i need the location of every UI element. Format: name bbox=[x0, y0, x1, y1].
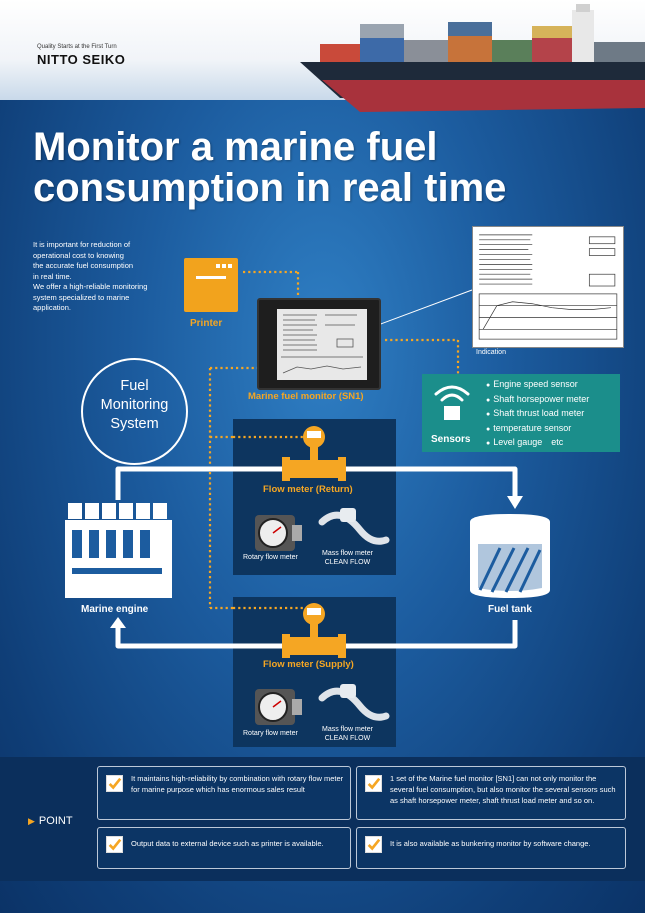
checkmark-icon bbox=[365, 836, 382, 853]
point-text: It is also available as bunkering monito… bbox=[390, 839, 591, 848]
checkmark-icon bbox=[106, 836, 123, 853]
headline-line-1: Monitor a marine fuel bbox=[33, 125, 438, 169]
fuel-tank-icon bbox=[470, 514, 550, 598]
intro-line: the accurate fuel consumption bbox=[33, 261, 134, 270]
point-text: Output data to external device such as p… bbox=[131, 839, 324, 848]
checkmark-icon bbox=[106, 775, 123, 792]
printer-label: Printer bbox=[190, 318, 223, 329]
point-item: It maintains high-reliability by combina… bbox=[97, 766, 351, 820]
fuel-tank-label: Fuel tank bbox=[488, 604, 532, 615]
mass-line: Mass flow meter bbox=[322, 726, 373, 733]
wireless-sensor-icon bbox=[434, 385, 470, 420]
checkmark-icon bbox=[365, 775, 382, 792]
marine-fuel-monitor bbox=[257, 298, 381, 390]
flow-meter-supply-label: Flow meter (Supply) bbox=[263, 659, 354, 670]
system-line: System bbox=[110, 416, 159, 432]
sensor-list: Engine speed sensor Shaft horsepower met… bbox=[486, 378, 589, 451]
sensor-item: Engine speed sensor bbox=[486, 378, 589, 393]
indication-screen bbox=[472, 226, 624, 348]
sensor-item: Shaft thrust load meter bbox=[486, 407, 589, 422]
connection-diagram bbox=[65, 270, 550, 658]
sensor-item: Shaft horsepower meter bbox=[486, 393, 589, 408]
mass-flow-meter-supply-icon bbox=[318, 684, 390, 721]
mass-line: Mass flow meter bbox=[322, 550, 373, 557]
sensors-panel: Sensors Engine speed sensor Shaft horsep… bbox=[422, 374, 620, 452]
intro-line: application. bbox=[33, 303, 71, 312]
marine-engine-label: Marine engine bbox=[81, 604, 149, 615]
flow-meter-overlay bbox=[233, 426, 396, 725]
printer-icon bbox=[184, 258, 238, 312]
point-label-text: POINT bbox=[38, 815, 73, 827]
point-text: It maintains high-reliability by combina… bbox=[131, 774, 344, 794]
point-item: It is also available as bunkering monito… bbox=[356, 827, 626, 869]
point-label: ▶POINT bbox=[28, 815, 73, 827]
intro-line: operational cost to knowing bbox=[33, 250, 124, 260]
rotary-flow-meter-return-label: Rotary flow meter bbox=[243, 554, 298, 561]
rotary-flow-meter-supply-label: Rotary flow meter bbox=[243, 730, 298, 737]
point-arrow-icon: ▶ bbox=[28, 816, 35, 826]
headline-line-2: consumption in real time bbox=[33, 166, 507, 210]
system-line: Fuel bbox=[120, 378, 149, 394]
intro-text: It is important for reduction of operati… bbox=[33, 240, 193, 314]
monitor-label: Marine fuel monitor (SN1) bbox=[248, 391, 364, 402]
sensor-item: Level gauge etc bbox=[486, 436, 589, 451]
mass-flow-meter-return-icon bbox=[318, 508, 390, 545]
point-text: 1 set of the Marine fuel monitor [SN1] c… bbox=[390, 774, 616, 805]
intro-line: It is important for reduction of bbox=[33, 240, 131, 249]
point-item: 1 set of the Marine fuel monitor [SN1] c… bbox=[356, 766, 626, 820]
point-item: Output data to external device such as p… bbox=[97, 827, 351, 869]
monitor-screen bbox=[277, 309, 367, 380]
sensors-label: Sensors bbox=[431, 434, 471, 445]
intro-line: in real time. bbox=[33, 271, 72, 281]
rotary-flow-meter-return-icon bbox=[255, 515, 302, 551]
mass-flow-meter-return-label: Mass flow meter CLEAN FLOW bbox=[322, 550, 373, 567]
mass-flow-meter-supply-label: Mass flow meter CLEAN FLOW bbox=[322, 726, 373, 743]
mass-line: CLEAN FLOW bbox=[324, 558, 371, 566]
intro-line: We offer a high-reliable monitoring bbox=[33, 282, 148, 291]
indication-label: Indication bbox=[476, 349, 506, 356]
fuel-monitoring-system-badge: Fuel Monitoring System bbox=[81, 358, 188, 465]
brand-logo: NITTO SEIKO bbox=[37, 52, 126, 67]
brand-tagline: Quality Starts at the First Turn bbox=[37, 44, 117, 50]
cargo-ship-illustration bbox=[300, 4, 645, 112]
headline: Monitor a marine fuel consumption in rea… bbox=[33, 127, 633, 209]
marine-engine-icon bbox=[65, 503, 172, 598]
rotary-flow-meter-supply-icon bbox=[255, 689, 302, 725]
intro-line: system specialized to marine bbox=[33, 292, 130, 302]
flow-meter-return-label: Flow meter (Return) bbox=[263, 484, 353, 495]
sensor-item: temperature sensor bbox=[486, 422, 589, 437]
mass-line: CLEAN FLOW bbox=[324, 734, 371, 742]
system-line: Monitoring bbox=[100, 397, 169, 413]
